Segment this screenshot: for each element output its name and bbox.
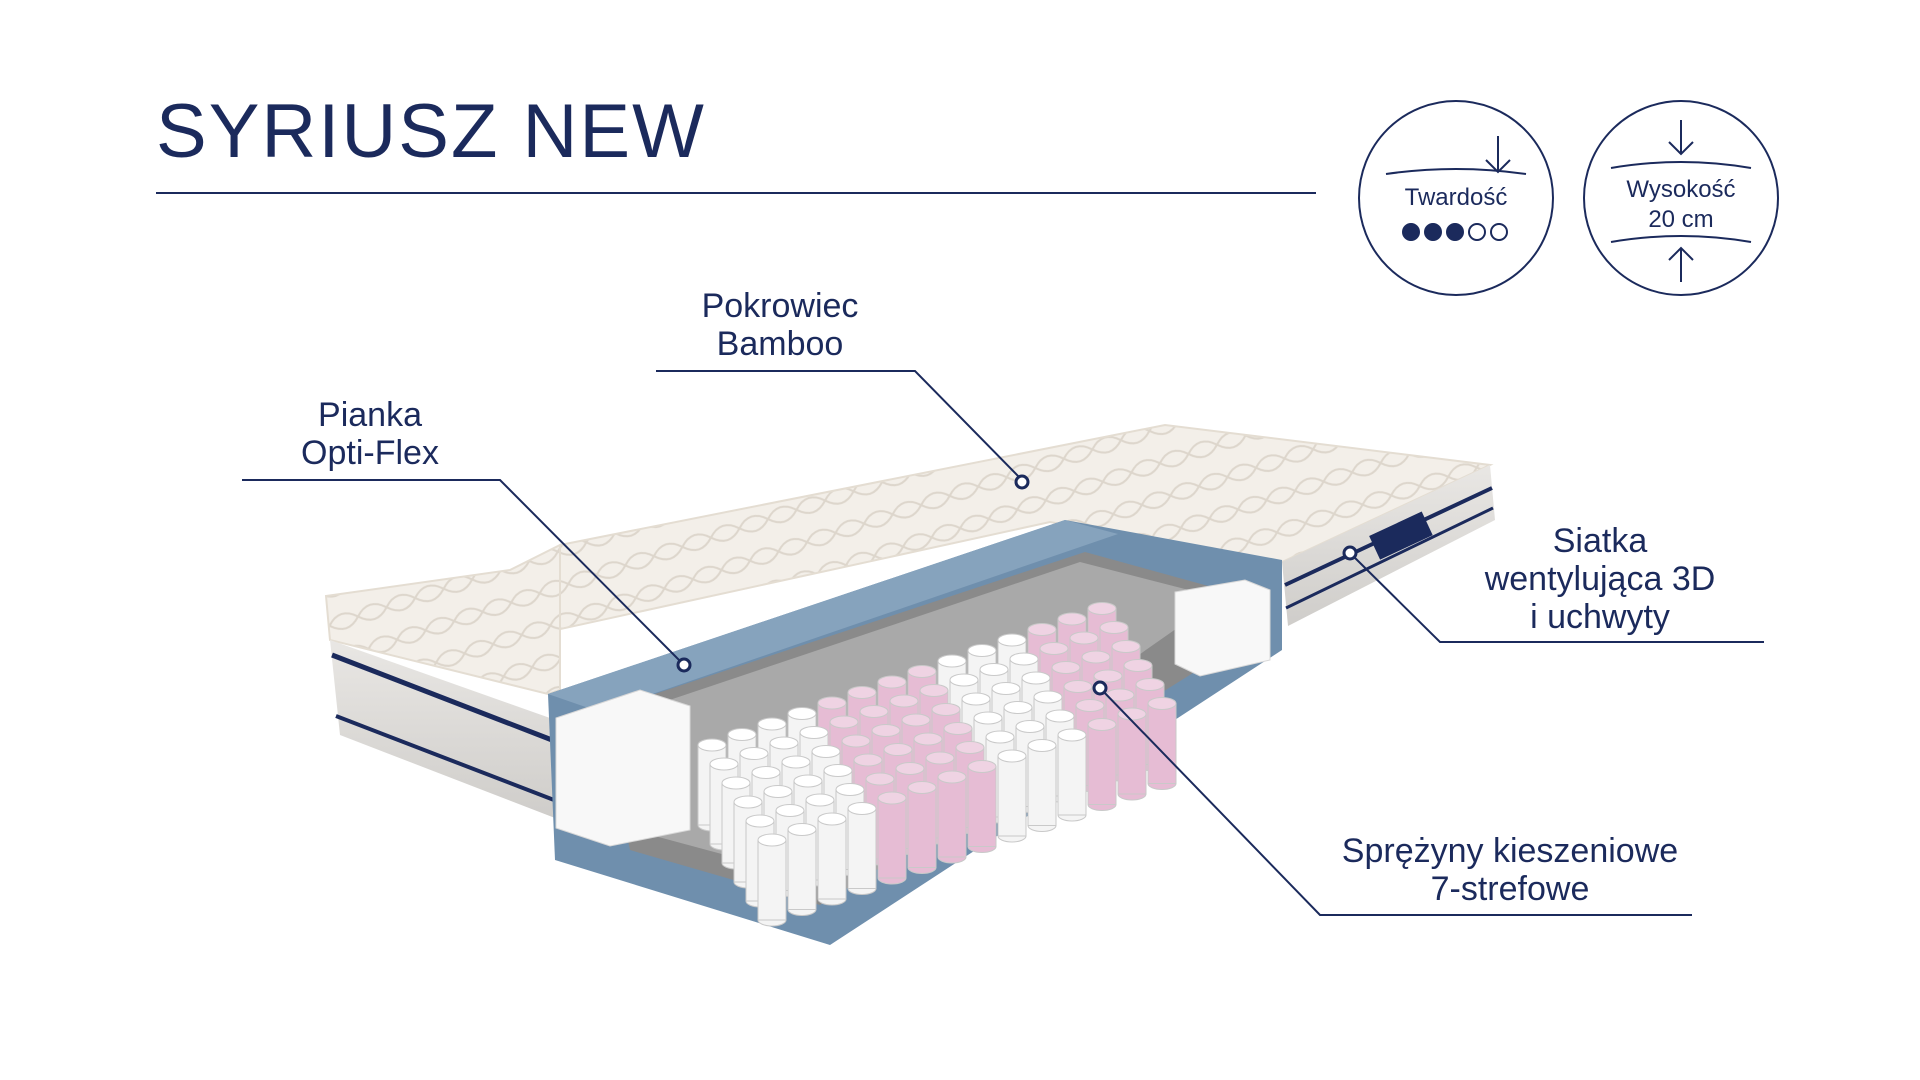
callout-springs-line1: Sprężyny kieszeniowe [1341,832,1679,870]
pocket-springs [697,602,1177,927]
callout-mesh: Siatka wentylująca 3D i uchwyty [1440,522,1760,636]
down-arrow-icon [1385,136,1527,175]
rating-dot-filled [1402,223,1420,241]
pocket-spring [847,802,877,895]
pocket-spring [817,812,847,906]
height-value: 20 cm [1648,206,1714,233]
title-divider [156,192,1316,194]
rating-dot-empty [1490,223,1508,241]
callout-foam-line1: Pianka [318,396,422,434]
pocket-spring [997,749,1027,843]
callout-foam: Pianka Opti-Flex [230,396,510,472]
firmness-rating [1400,220,1512,244]
height-arrows-icon [1610,120,1752,282]
callout-cover-line1: Pokrowiec [701,287,859,325]
callout-springs-line2: 7-strefowe [1430,870,1590,909]
pocket-spring [787,823,817,916]
mattress-left-section [324,543,561,818]
pocket-spring [1027,739,1057,832]
edge-foam-blocks [555,579,1271,847]
pocket-spring [757,833,787,927]
pocket-spring [877,791,907,885]
brand-logo [1369,511,1433,560]
pocket-spring [1147,697,1177,790]
callout-cover-line2: Bamboo [716,325,844,364]
callout-mesh-line1: Siatka [1552,522,1648,560]
callout-mesh-line3: i uchwyty [1530,598,1670,637]
firmness-label: Twardość [1404,184,1508,211]
callout-markers [676,474,1358,696]
pocket-spring [937,770,967,864]
pocket-spring [1087,718,1117,811]
rating-dot-filled [1446,223,1464,241]
firmness-badge: Twardość [1358,100,1554,296]
pocket-spring [907,781,937,874]
callout-springs: Sprężyny kieszeniowe 7-strefowe [1320,832,1700,908]
rating-dot-empty [1468,223,1486,241]
page-title: SYRIUSZ NEW [156,89,706,174]
rating-dot-filled [1424,223,1442,241]
callout-cover: Pokrowiec Bamboo [640,287,920,363]
callout-foam-line2: Opti-Flex [301,434,439,473]
pocket-spring [1057,728,1087,822]
height-label: Wysokość [1626,176,1736,203]
pocket-spring [967,760,997,853]
height-badge: Wysokość 20 cm [1583,100,1779,296]
callout-lines [242,370,1764,916]
callout-mesh-line2: wentylująca 3D [1484,560,1716,599]
